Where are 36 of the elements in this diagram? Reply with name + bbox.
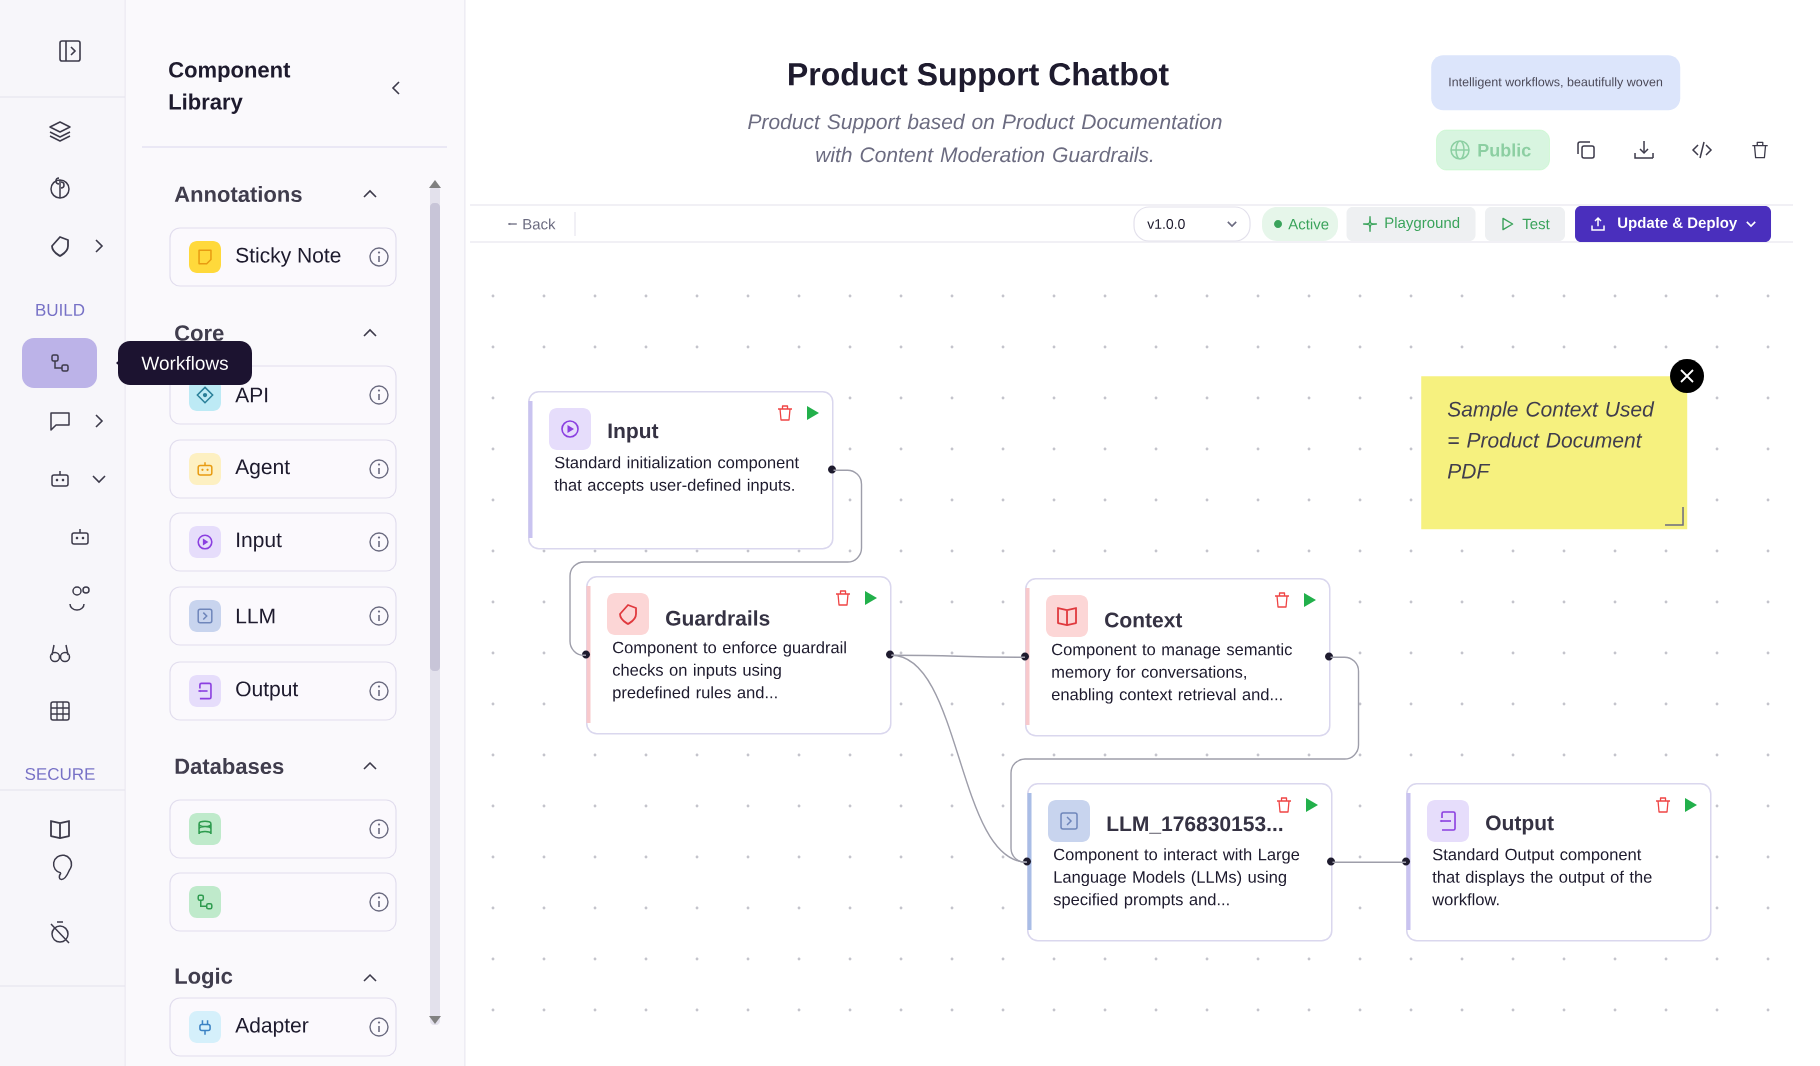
playground-button: Playground (1346, 207, 1476, 241)
component-card: Context Component to manage semantic memory for conversations, enabling context retrieval and... (1025, 578, 1331, 737)
component-item: Input (169, 512, 397, 572)
node-label: Test (1522, 218, 1550, 230)
section-heading: Core (175, 325, 224, 341)
sticky-note: Sample Context Used = Product Document PDF (1421, 376, 1688, 530)
component-item: Adapter (169, 997, 397, 1057)
tagline-box: Intelligent workflows, beautifully woven (1431, 55, 1681, 111)
subtitle: Product Support based on Product Documentation with Content Moderation Guardrails. (748, 113, 1222, 163)
section-heading: Databases (175, 757, 284, 775)
component-card: LLM_176830153... Component to interact with Large Language Models (LLMs) using specified prompts and... (1027, 783, 1333, 942)
connector (890, 654, 1028, 863)
version-dropdown: v1.0.0 (1133, 206, 1251, 242)
component-card: Input Standard initialization component that accepts user-defined inputs. (528, 391, 834, 550)
public-button: Public (1436, 129, 1550, 171)
nav-section-label: SECURE (25, 768, 95, 781)
component-item: Agent (169, 439, 397, 499)
section-heading: Annotations (174, 185, 302, 203)
section-heading: Logic (175, 967, 233, 989)
component-item: Output (169, 661, 397, 721)
title: Product Support Chatbot (789, 62, 1169, 92)
node-label: Playground (1385, 217, 1460, 231)
back-button: Back (507, 218, 556, 230)
component-card: Guardrails Component to enforce guardrail checks on inputs using predefined rules and... (586, 576, 892, 735)
deploy-button: Update & Deploy (1575, 206, 1771, 242)
panel-title: Component Library (169, 62, 291, 114)
status-badge: Active (1262, 207, 1338, 241)
tooltip: Workflows (116, 341, 252, 385)
node-label: Back (523, 218, 556, 230)
connector (1331, 861, 1407, 863)
component-item: Sticky Note (169, 227, 397, 287)
test-button: Test (1485, 207, 1565, 241)
connector (1010, 656, 1360, 863)
nav-section-label: BUILD (36, 304, 85, 316)
component-card: Output Standard Output component that displays the output of the workflow. (1406, 783, 1712, 942)
component-item: LLM (169, 586, 397, 646)
